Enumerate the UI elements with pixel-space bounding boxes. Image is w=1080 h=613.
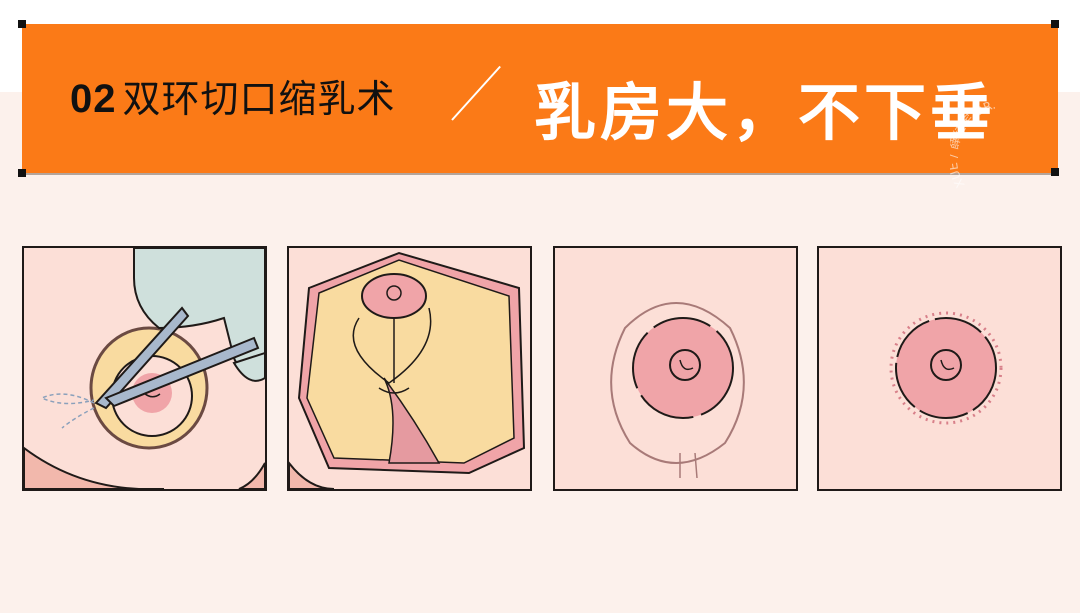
selection-handle-top-left xyxy=(18,20,26,28)
selection-handle-bottom-right xyxy=(1051,168,1059,176)
illustration-panel-2 xyxy=(287,246,532,491)
step-number: 02 xyxy=(70,77,117,121)
headline: 乳房大，不下垂 xyxy=(534,76,997,149)
suture-illustration xyxy=(610,302,745,479)
selection-handle-top-right xyxy=(1051,20,1059,28)
result-illustration xyxy=(889,311,1003,425)
tissue-illustration xyxy=(289,251,526,489)
illustration-panel-3 xyxy=(553,246,798,491)
divider-slash xyxy=(451,65,501,121)
illustration-panel-1 xyxy=(22,246,267,491)
incision-illustration xyxy=(24,248,265,489)
illustration-panel-4 xyxy=(817,246,1062,491)
procedure-name: 双环切口缩乳术 xyxy=(122,77,396,121)
selection-handle-bottom-left xyxy=(18,169,26,177)
